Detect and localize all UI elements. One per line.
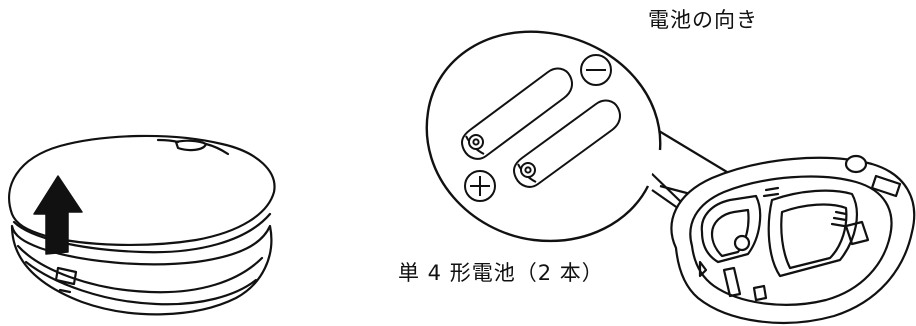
- mouse-foot-bottom: [752, 284, 768, 302]
- battery-orientation-callout: [425, 30, 662, 243]
- mouse-side-slot: [54, 266, 78, 286]
- mouse-sensor-slot: [722, 266, 742, 298]
- mouse-foot-left: [698, 260, 708, 278]
- battery-upper: [461, 67, 573, 160]
- callout-circle: [425, 30, 662, 243]
- negative-terminal-icon: [580, 54, 612, 86]
- mouse-closed-illustration: [8, 134, 276, 316]
- mouse-wheel-knob: [844, 154, 868, 174]
- mouse-rear-tab: [870, 174, 902, 198]
- battery-spring: [830, 210, 848, 228]
- battery-lower: [513, 99, 621, 188]
- positive-terminal-icon: [464, 170, 496, 202]
- mouse-side-slot-2: [58, 288, 72, 294]
- mouse-base-groove: [16, 244, 264, 294]
- mouse-open-illustration: [670, 154, 916, 324]
- mouse-cover-rim: [12, 212, 272, 254]
- battery-spring-2: [762, 186, 780, 198]
- installed-battery-right: [780, 203, 848, 270]
- battery-orientation-label: 電池の向き: [648, 8, 758, 32]
- mouse-button-split: [156, 138, 230, 156]
- mouse-foot-right: [844, 220, 870, 246]
- battery-type-label: 単 4 形電池（2 本）: [398, 261, 604, 285]
- lift-arrow-icon: [33, 175, 83, 255]
- mouse-lock-circle: [733, 234, 751, 252]
